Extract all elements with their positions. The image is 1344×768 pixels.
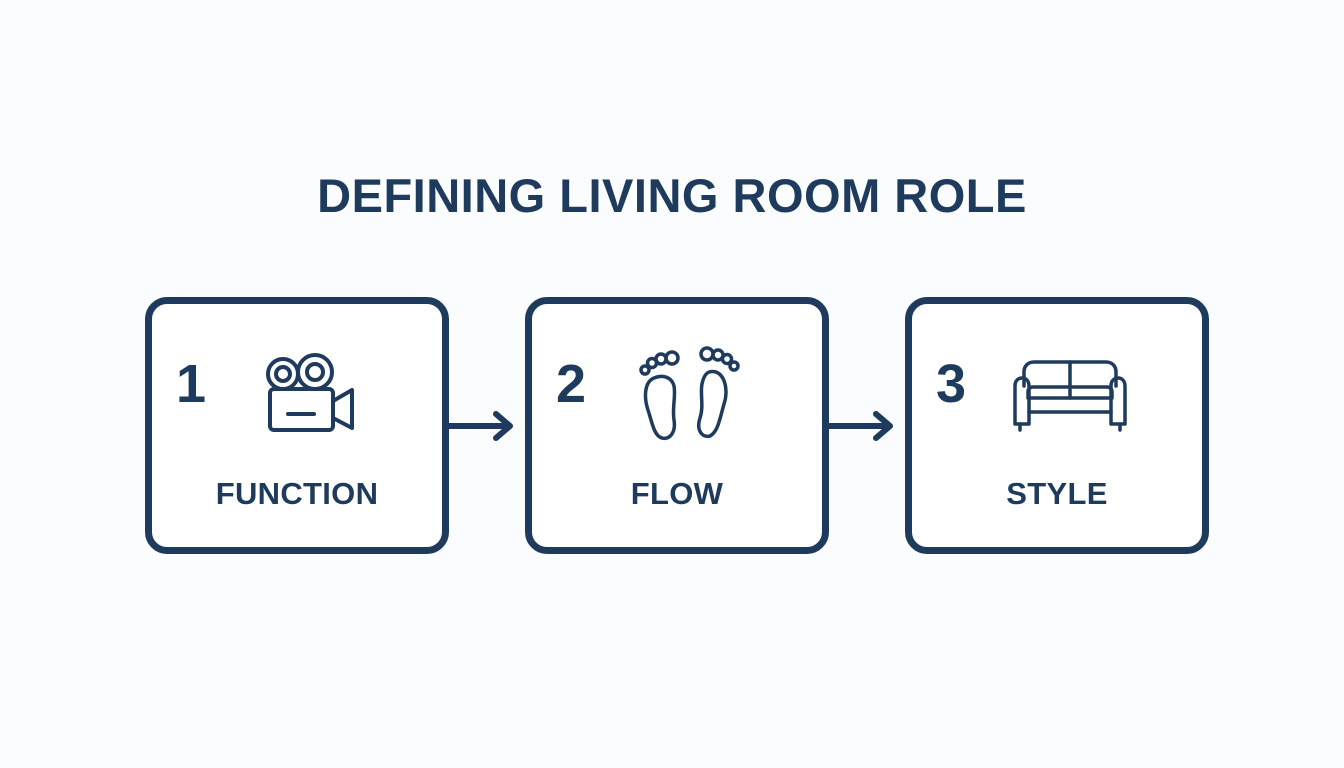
diagram-title: DEFINING LIVING ROOM ROLE: [317, 169, 1027, 222]
step-label: FUNCTION: [215, 476, 379, 511]
sofa-icon: [1012, 346, 1132, 442]
step-number: 1: [176, 354, 207, 414]
footprints-icon: [632, 346, 752, 442]
movie-camera-icon: [252, 346, 372, 442]
step-label: STYLE: [1006, 476, 1108, 511]
step-box-flow: 2 FLOW: [525, 297, 829, 554]
arrow-connector: [443, 405, 520, 447]
arrow-connector: [823, 405, 900, 447]
step-label: FLOW: [630, 476, 724, 511]
step-number: 3: [936, 354, 967, 414]
step-box-function: 1 FUNCTION: [145, 297, 449, 554]
step-number: 2: [556, 354, 587, 414]
step-box-style: 3 STYLE: [905, 297, 1209, 554]
